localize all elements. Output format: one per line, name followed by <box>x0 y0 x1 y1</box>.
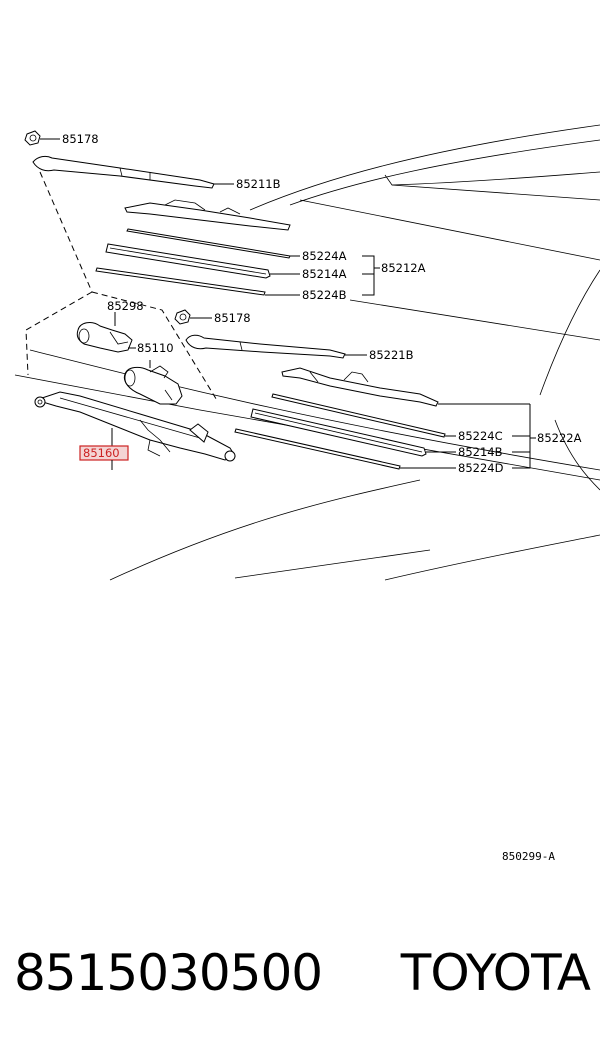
callout-nut-top: 85178 <box>62 132 99 146</box>
part-number: 8515030500 <box>14 944 323 1002</box>
blade-rubber-a <box>105 243 271 279</box>
callout-blade-assy-a: 85212A <box>381 261 426 275</box>
blade-insert-b <box>95 267 266 296</box>
callout-blade-assy-b: 85222A <box>537 431 582 445</box>
parts-diagram: 85178 85211B 85224A 85214A 85224B 85212A… <box>14 124 600 581</box>
highlighted-callout-linkage[interactable]: 85160 <box>79 445 129 461</box>
callout-linkage: 85160 <box>83 446 120 460</box>
callout-rubber-a: 85214A <box>302 267 347 281</box>
callout-rubber-b: 85214B <box>458 445 503 459</box>
wiper-arm-top <box>32 155 215 189</box>
blade-insert-a <box>126 228 291 259</box>
nut-icon-top <box>24 130 41 146</box>
nut-icon-mid <box>174 309 191 325</box>
callout-insert-b: 85224B <box>302 288 347 302</box>
wiper-blade-frame-top <box>124 199 291 231</box>
callout-arm-bottom: 85221B <box>369 348 414 362</box>
diagram-reference: 850299-A <box>502 850 555 863</box>
footer: 8515030500 TOYOTA <box>14 938 591 1008</box>
blade-insert-d <box>234 428 401 470</box>
wiper-blade-frame-bottom <box>281 367 439 407</box>
wiper-arm-bottom <box>185 334 346 359</box>
car-body-outline <box>14 124 600 581</box>
blade-rubber-b <box>250 408 427 457</box>
callout-insert-d: 85224D <box>458 461 504 475</box>
callout-bracket: 85298 <box>107 299 144 313</box>
blade-insert-c <box>271 393 446 438</box>
callout-insert-c: 85224C <box>458 429 503 443</box>
callout-insert-a: 85224A <box>302 249 347 263</box>
brand-name: TOYOTA <box>400 944 591 1002</box>
callout-motor: 85110 <box>137 341 174 355</box>
wiper-motor <box>123 365 183 405</box>
motor-bracket <box>76 322 133 353</box>
callout-nut-mid: 85178 <box>214 311 251 325</box>
wiper-linkage <box>34 391 236 462</box>
callout-arm-top: 85211B <box>236 177 281 191</box>
